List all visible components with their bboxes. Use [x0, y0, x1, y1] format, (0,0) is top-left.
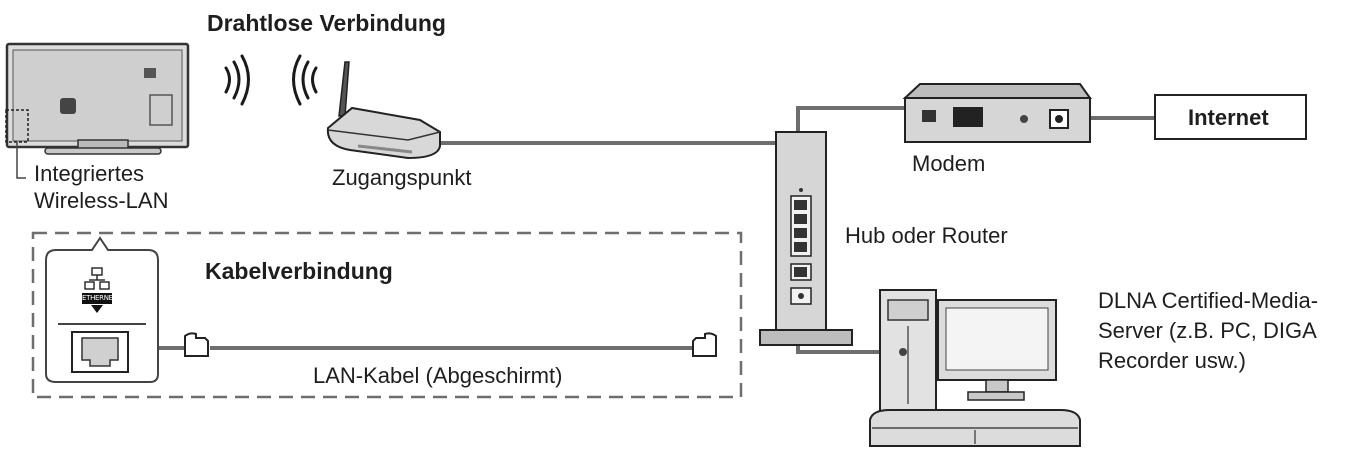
tv-label-line2: Wireless-LAN — [34, 188, 169, 213]
wireless-router-icon — [326, 61, 441, 160]
wireless-connection-title: Drahtlose Verbindung — [207, 10, 446, 36]
line-hub-modem — [796, 106, 905, 132]
tv-label-line1: Integriertes — [34, 161, 145, 186]
line-hub-pc — [796, 345, 880, 354]
wired-connection-title: Kabelverbindung — [205, 258, 393, 284]
modem-label: Modem — [912, 151, 986, 176]
hub-label: Hub oder Router — [845, 223, 1008, 248]
down-arrow-icon — [91, 305, 103, 313]
dlna-server-label: DLNA Certified-Media- Server (z.B. PC, D… — [1098, 286, 1318, 376]
dlna-label-line1: DLNA Certified-Media- — [1098, 288, 1319, 313]
wired-connection-box — [31, 231, 743, 399]
recorder-icon — [869, 409, 1081, 447]
ethernet-badge: ETHERNET — [82, 293, 117, 304]
cable-plug-icon — [184, 332, 209, 357]
dlna-label-line2: Server (z.B. PC, DIGA — [1098, 318, 1317, 343]
modem-icon — [902, 83, 1092, 143]
dlna-label-line3: Recorder usw.) — [1098, 348, 1246, 373]
tv-back-icon — [5, 42, 190, 179]
lan-port-icon — [71, 331, 129, 373]
hub-router-icon — [759, 131, 853, 346]
access-point-label: Zugangspunkt — [332, 165, 472, 190]
network-icon — [84, 267, 110, 290]
wifi-wave-icon — [224, 54, 318, 106]
cable-plug-icon — [692, 332, 717, 357]
lan-cable-label: LAN-Kabel (Abgeschirmt) — [313, 363, 563, 388]
internet-box — [1154, 94, 1307, 140]
tv-label: Integriertes Wireless-LAN — [34, 160, 168, 214]
internet-label: Internet — [1188, 105, 1269, 130]
monitor-icon — [937, 299, 1057, 401]
desktop-pc-icon — [879, 289, 937, 413]
